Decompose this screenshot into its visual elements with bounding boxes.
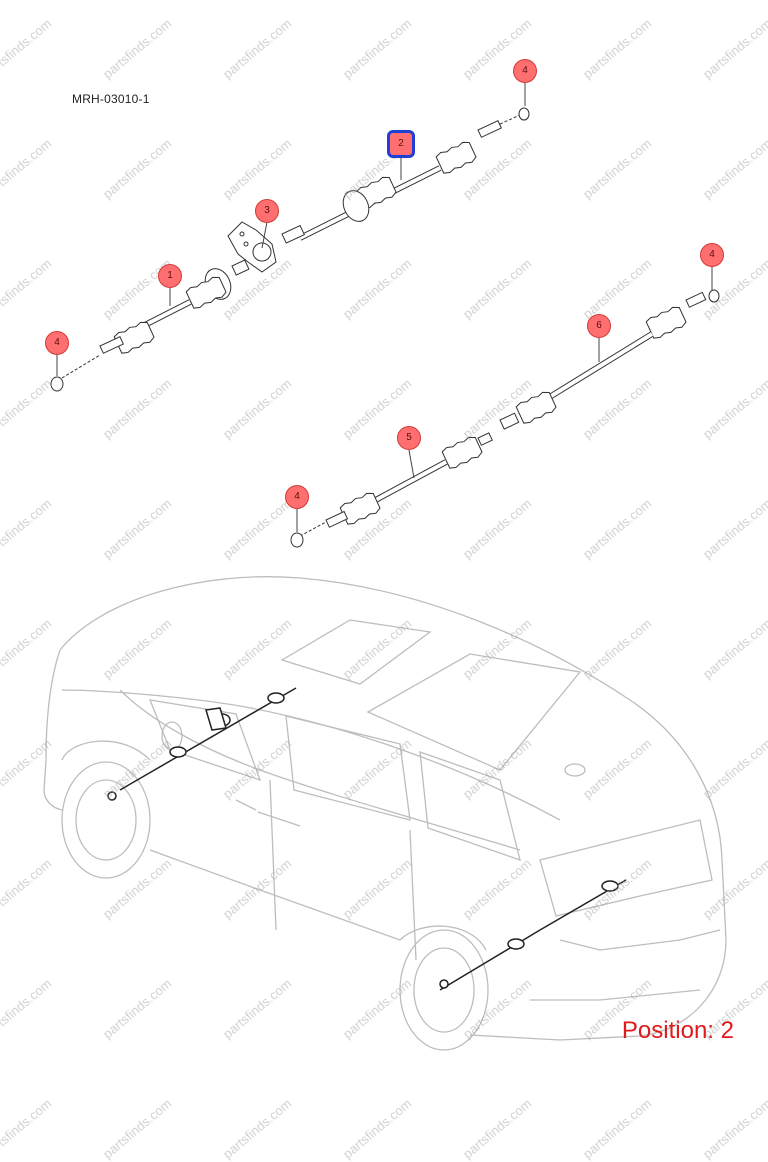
hub-nut-top[interactable] (518, 107, 530, 121)
callout-4-left[interactable]: 4 (45, 331, 69, 355)
position-value: 2 (720, 1017, 734, 1044)
watermark-text: partsfinds.com (0, 1095, 55, 1162)
drive-shaft-front-upper[interactable] (281, 114, 521, 244)
callout-3[interactable]: 3 (255, 199, 279, 223)
callout-4-top[interactable]: 4 (513, 59, 537, 83)
watermark-text: partsfinds.com (220, 1095, 295, 1162)
diagram-drawing (43, 82, 727, 1051)
parts-diagram: partsfinds.com partsfinds.com partsfinds.c… (0, 16, 768, 1162)
hub-nut-left[interactable] (50, 376, 64, 392)
hub-nut-right[interactable] (708, 289, 720, 303)
callout-6[interactable]: 6 (587, 314, 611, 338)
position-indicator: Position: 2 (622, 1017, 734, 1045)
callout-4-lower[interactable]: 4 (285, 485, 309, 509)
watermark-text: partsfinds.com (580, 1095, 655, 1162)
drive-shaft-rear-right[interactable] (499, 291, 707, 430)
watermark-text: partsfinds.com (460, 1095, 535, 1162)
watermark-text: partsfinds.com (700, 1095, 768, 1162)
part-code-label: MRH-03010-1 (72, 92, 150, 106)
callout-1[interactable]: 1 (158, 264, 182, 288)
callout-2-selected[interactable]: 2 (387, 130, 415, 158)
callout-5[interactable]: 5 (397, 426, 421, 450)
vehicle-outline (43, 576, 727, 1051)
bearing-bracket[interactable] (227, 221, 277, 273)
drive-shaft-front-left[interactable] (61, 259, 250, 379)
vehicle-drive-shafts (107, 687, 627, 991)
hub-nut-lower[interactable] (290, 532, 304, 548)
callout-4-right[interactable]: 4 (700, 243, 724, 267)
position-prefix: Position: (621, 1017, 714, 1044)
watermark-text: partsfinds.com (100, 1095, 175, 1162)
watermark-text: partsfinds.com (340, 1095, 415, 1162)
drive-shaft-rear-left[interactable] (299, 432, 493, 537)
